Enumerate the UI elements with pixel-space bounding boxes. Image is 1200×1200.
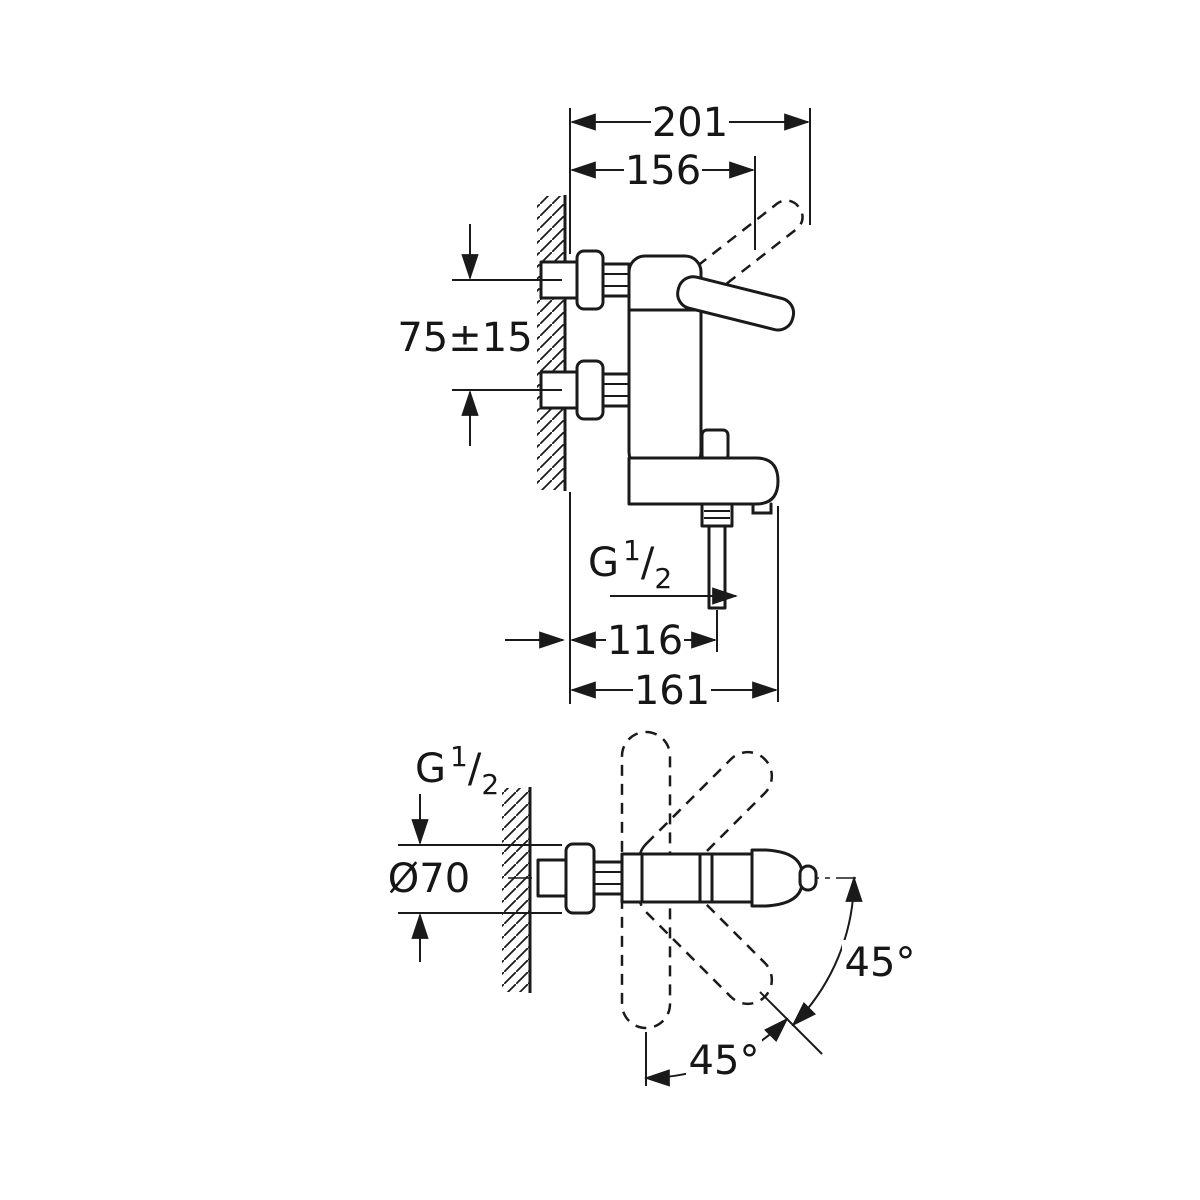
diverter-knob xyxy=(700,428,730,462)
handle-lever xyxy=(676,275,796,332)
faucet-body-group xyxy=(627,254,796,610)
escutcheon xyxy=(575,249,605,311)
spout-outlet xyxy=(751,502,773,515)
body-cylinder xyxy=(620,852,754,904)
wall-hatch xyxy=(502,788,530,992)
dimension-label-overall-depth: 201 xyxy=(652,100,728,146)
dimension-label-escutcheon-diameter: Ø70 xyxy=(388,856,470,902)
dimension-lines xyxy=(398,794,863,1087)
escutcheon xyxy=(575,359,605,421)
faucet-plan-group xyxy=(536,842,818,915)
dimension-label-spout-reach: 161 xyxy=(634,668,710,714)
angle-label-down: 45° xyxy=(689,1038,760,1084)
dimension-label-inlet-spacing: 75±15 xyxy=(397,315,532,361)
angle-arc-side xyxy=(791,875,863,1027)
dimension-label-body-depth: 156 xyxy=(625,148,701,194)
hex-nut xyxy=(601,262,631,298)
diagonal-axis-extension xyxy=(759,991,823,1055)
escutcheon xyxy=(564,842,596,915)
inlet-union-bottom xyxy=(539,359,631,421)
shower-outlet-thread xyxy=(700,502,734,528)
dimension-label-outlet-offset: 116 xyxy=(607,618,683,664)
angle-label-side: 45° xyxy=(845,940,916,986)
wall-section xyxy=(537,195,567,491)
outlet-nub xyxy=(798,864,818,892)
hex-nut xyxy=(601,372,631,408)
wall-hatch xyxy=(537,196,565,490)
hex-nut xyxy=(592,860,624,896)
spout xyxy=(627,456,780,506)
outlet-cap xyxy=(750,848,804,908)
wall-section xyxy=(502,787,532,993)
